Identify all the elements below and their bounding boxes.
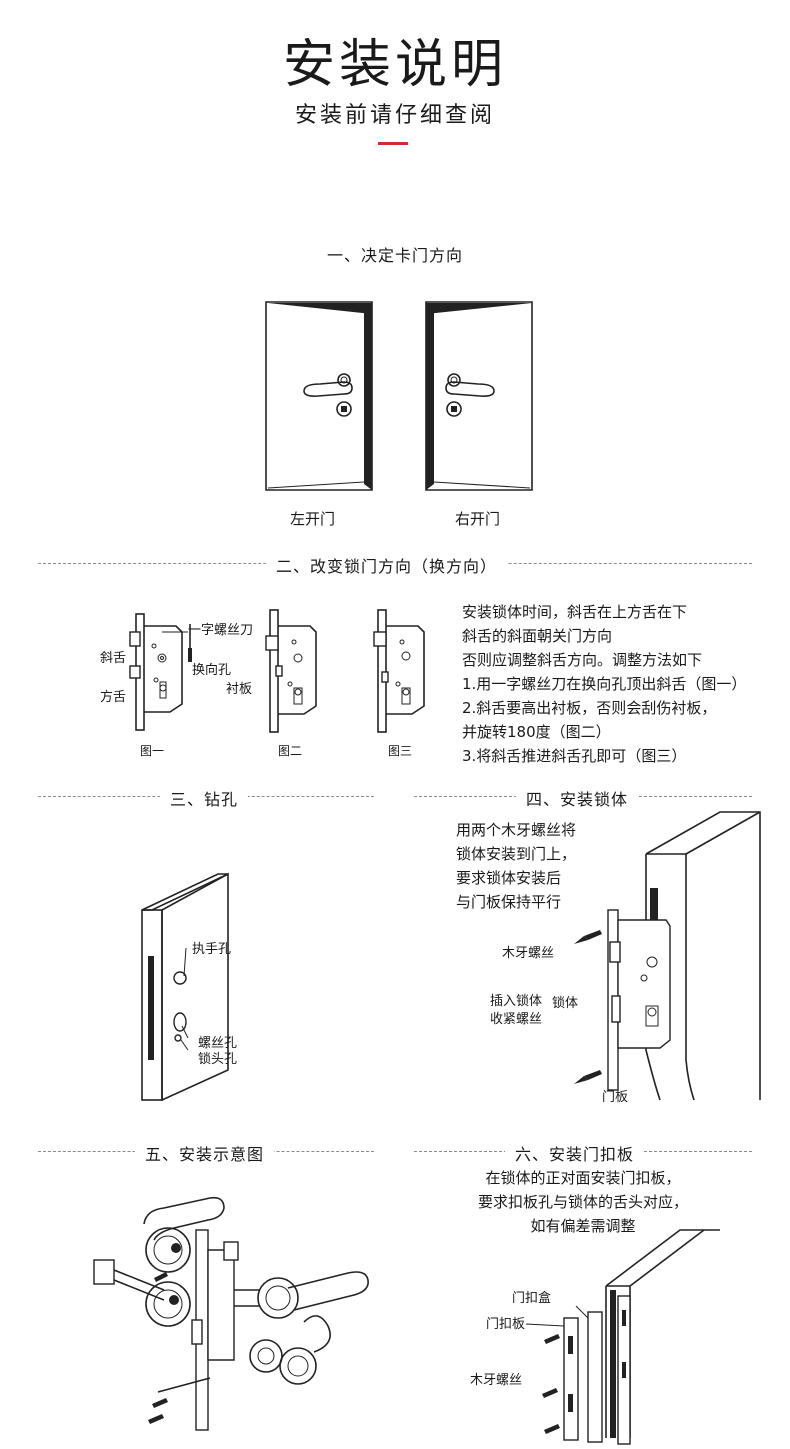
label-screw-hole: 螺丝孔 (198, 1036, 238, 1051)
step6-line-3: 如有偏差需调整 (530, 1217, 636, 1235)
accent-bar (378, 142, 408, 145)
label-tighten-screw: 收紧螺丝 (490, 1012, 543, 1027)
step6-line-2: 要求扣板孔与锁体的舌头对应， (477, 1193, 688, 1211)
label-insert-lock: 插入锁体 (490, 994, 543, 1009)
label-door-panel: 门板 (602, 1090, 629, 1105)
figure3-lock-diagram (373, 609, 425, 733)
label-liner: 衬板 (226, 682, 253, 697)
label-strike-box: 门扣盒 (512, 1291, 552, 1306)
label-cylinder-hole: 锁头孔 (198, 1052, 238, 1067)
step4-instructions: 用两个木牙螺丝将 锁体安装到门上， 要求锁体安装后 与门板保持平行 (456, 818, 576, 914)
step1-title: 一、决定卡门方向 (0, 242, 790, 266)
label-wood-screw: 木牙螺丝 (502, 946, 555, 961)
strike-plate-diagram (525, 1229, 720, 1445)
step2-title: 二、改变锁门方向（换方向） (266, 553, 508, 577)
label-bevel-tongue: 斜舌 (100, 651, 127, 666)
step6-line-1: 在锁体的正对面安装门扣板， (485, 1169, 681, 1187)
step6-title: 六、安装门扣板 (505, 1141, 645, 1165)
label-wood-screw-step6: 木牙螺丝 (470, 1373, 523, 1388)
step4-line-1: 用两个木牙螺丝将 (456, 821, 577, 839)
label-handle-hole: 执手孔 (192, 942, 232, 957)
step4-line-3: 要求锁体安装后 (456, 869, 562, 887)
step4-line-4: 与门板保持平行 (456, 893, 562, 911)
page-subtitle: 安装前请仔细查阅 (294, 103, 495, 128)
page-title: 安装说明 (282, 35, 507, 95)
label-screwdriver: 一字螺丝刀 (188, 623, 254, 638)
figure2-caption: 图二 (278, 744, 303, 758)
step4-title: 四、安装锁体 (516, 786, 639, 810)
step2-line-5: 2.斜舌要高出衬板，否则会刮伤衬板， (462, 699, 717, 717)
figure1-caption: 图一 (140, 744, 165, 758)
right-door-illustration (425, 301, 533, 491)
step2-instructions: 安装锁体时间，斜舌在上方舌在下 斜舌的斜面朝关门方向 否则应调整斜舌方向。调整方… (462, 600, 782, 768)
figure1-screwdriver (162, 624, 192, 662)
step2-line-1: 安装锁体时间，斜舌在上方舌在下 (462, 603, 688, 621)
wood-screw-icons (574, 930, 602, 1084)
drilling-diagram (141, 872, 229, 1102)
step2-line-3: 否则应调整斜舌方向。调整方法如下 (462, 651, 703, 669)
step4-line-2: 锁体安装到门上， (456, 845, 577, 863)
lock-body-install-diagram (607, 811, 761, 1101)
left-open-label: 左开门 (290, 510, 336, 528)
step2-line-7: 3.将斜舌推进斜舌孔即可（图三） (462, 747, 687, 765)
figure3-caption: 图三 (388, 744, 413, 758)
figure2-lock-diagram (265, 609, 317, 733)
left-door-illustration (265, 301, 373, 491)
figure1-lock-diagram (129, 613, 183, 731)
step2-line-4: 1.用一字螺丝刀在换向孔顶出斜舌（图一） (462, 675, 747, 693)
step5-title: 五、安装示意图 (135, 1141, 275, 1165)
label-square-tongue: 方舌 (100, 690, 127, 705)
right-open-label: 右开门 (455, 510, 501, 528)
assembly-exploded-diagram (93, 1196, 369, 1431)
step6-instructions: 在锁体的正对面安装门扣板， 要求扣板孔与锁体的舌头对应， 如有偏差需调整 (414, 1166, 752, 1238)
label-lock-body: 锁体 (552, 996, 579, 1011)
step3-title: 三、钻孔 (160, 786, 249, 810)
step2-line-2: 斜舌的斜面朝关门方向 (462, 627, 613, 645)
label-switch-hole: 换向孔 (192, 663, 232, 678)
step2-line-6: 并旋转180度（图二） (462, 723, 611, 741)
label-strike-plate: 门扣板 (486, 1317, 526, 1332)
